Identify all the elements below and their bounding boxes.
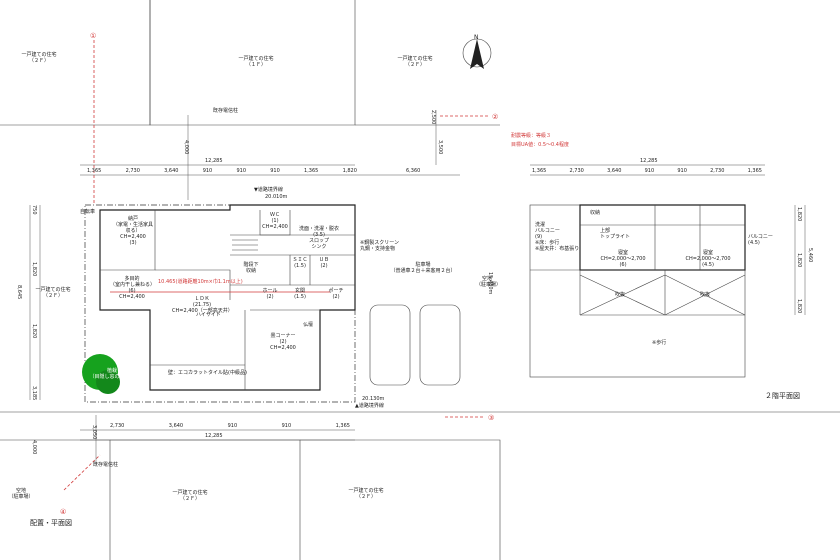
road-distance-label: 20.130m <box>362 396 385 402</box>
room-label-void-1: 吹抜 <box>615 292 626 298</box>
room-label-walkable: ※歩行 <box>652 340 667 346</box>
road-line-label: ▼道路境界線 <box>254 187 283 193</box>
dimension-total-bottom: 12,285 <box>205 433 223 439</box>
pole-label: 既存電信柱 <box>93 462 119 468</box>
pole-label: 既存電信柱 <box>213 108 239 114</box>
dimension-left-total: 8,645 <box>16 285 22 300</box>
room-label-tatami: 畳コーナー(2)CH=2,400 <box>270 333 296 351</box>
ua-label: 目標UA値：0.5〜0.4程度 <box>511 142 569 148</box>
north-arrow-icon: N <box>462 34 492 69</box>
room-label-washroom: 洗面・洗濯・脱衣(3.5)スロップ シンク <box>298 226 339 250</box>
neighbour-house-label: 一戸建ての住宅 （１Ｆ） <box>238 56 274 68</box>
dimension-2f-right-total: 5,460 <box>807 248 813 263</box>
room-label-multipurpose: 多目的（室内干し兼ねる）(6)CH=2,400 <box>110 276 156 300</box>
room-label-storage: 納戸（家電・生活家具収る）CH=2,400(3) <box>113 216 154 246</box>
dimension-setback: 2,500 <box>430 110 436 125</box>
vacant-lot-label: 空地 （駐車場） <box>8 488 34 500</box>
room-label-toplight: 上部 トップライト <box>600 228 631 240</box>
stairs-icon <box>232 239 258 251</box>
marker-2: ② <box>492 113 498 121</box>
road-line-label: ▲道路境界線 <box>355 403 384 409</box>
marker-3: ③ <box>488 414 494 422</box>
section-markers: ① ② ③ ④ <box>60 32 498 516</box>
marker-4: ④ <box>60 508 66 516</box>
room-label-under-stairs: 階段下収納 <box>243 262 259 274</box>
feature-wall-label: 壁：エコカラットタイル貼(中級品) <box>168 370 247 376</box>
road-distance-label: 20.010m <box>265 194 288 200</box>
dimension-setback: 3,500 <box>437 140 443 155</box>
room-label-ldk: ＬＤＫ(21.75)CH=2,400（一部高天井） <box>172 296 233 314</box>
neighbour-house-label: 一戸建ての住宅 （２Ｆ） <box>21 52 57 64</box>
plan-title-2f: ２階平面図 <box>765 392 800 400</box>
room-label-ub: ＵＢ(2) <box>318 257 329 269</box>
neighbour-lines-top <box>0 0 840 413</box>
room-label-sic: ＳＩＣ(1.5) <box>292 257 308 269</box>
tree-label: 植栽 （目隠し窓のため） <box>89 368 135 380</box>
dimension-side-length: 15.480m <box>487 272 493 295</box>
plan-2f <box>529 204 746 378</box>
room-label-entrance: 玄関(1.5) <box>294 288 306 300</box>
dimension-lines <box>29 110 806 465</box>
screen-label: ※鋼製スクリーン 丸鋼・支持金物 <box>360 240 399 252</box>
room-label-wc: ＷＣ(1)CH=2,400 <box>262 212 288 230</box>
marker-1: ① <box>90 32 96 40</box>
dimension-total-top: 12,285 <box>205 158 223 164</box>
dimension-2f-total: 12,285 <box>640 158 658 164</box>
room-label-closet: 収納 <box>590 210 601 216</box>
dimension-parking: 6,360 <box>406 168 421 174</box>
grade-label: 耐震等級：等級３ <box>511 133 552 139</box>
room-label-highside: ハイサイド <box>196 312 221 318</box>
plan-title-1f: 配置・平面図 <box>30 519 72 527</box>
room-label-balcony: バルコニー(4.5) <box>748 234 773 246</box>
north-label: N <box>474 34 479 41</box>
room-label-altar: 仏壇 <box>303 322 314 328</box>
neighbour-house-label: 一戸建ての住宅 （２Ｆ） <box>397 56 433 68</box>
neighbour-house-label: 一戸建ての住宅 （２Ｆ） <box>172 490 208 502</box>
parking-label: 駐車場 （普通車２台＋来客用２台） <box>390 262 456 274</box>
room-label-porch: ポーチ(2) <box>328 288 344 300</box>
dimension-setback: 4,000 <box>31 440 37 455</box>
red-note: 10.465(道路距離10m×巾1.1m以上) <box>158 279 243 285</box>
room-label-void-2: 吹抜 <box>700 292 711 298</box>
dimension-setback: 3,050 <box>91 425 97 440</box>
neighbour-house-label: 一戸建ての住宅 （２Ｆ） <box>35 287 71 299</box>
right-lot-label: 空地 （駐車場） <box>476 276 502 288</box>
room-label-laundry-balcony: 洗濯 バルコニー(9)※床：歩行 ※屋天井：布基張り <box>535 222 580 252</box>
neighbour-house-label: 一戸建ての住宅 （２Ｆ） <box>348 488 384 500</box>
bicycle-label: 自転車 <box>80 209 96 215</box>
room-label-hall: ホール(2) <box>262 288 278 300</box>
site-plan-1f <box>82 204 461 403</box>
car-2 <box>419 304 461 386</box>
car-1 <box>369 304 411 386</box>
dimension-setback: 4,000 <box>183 140 189 155</box>
